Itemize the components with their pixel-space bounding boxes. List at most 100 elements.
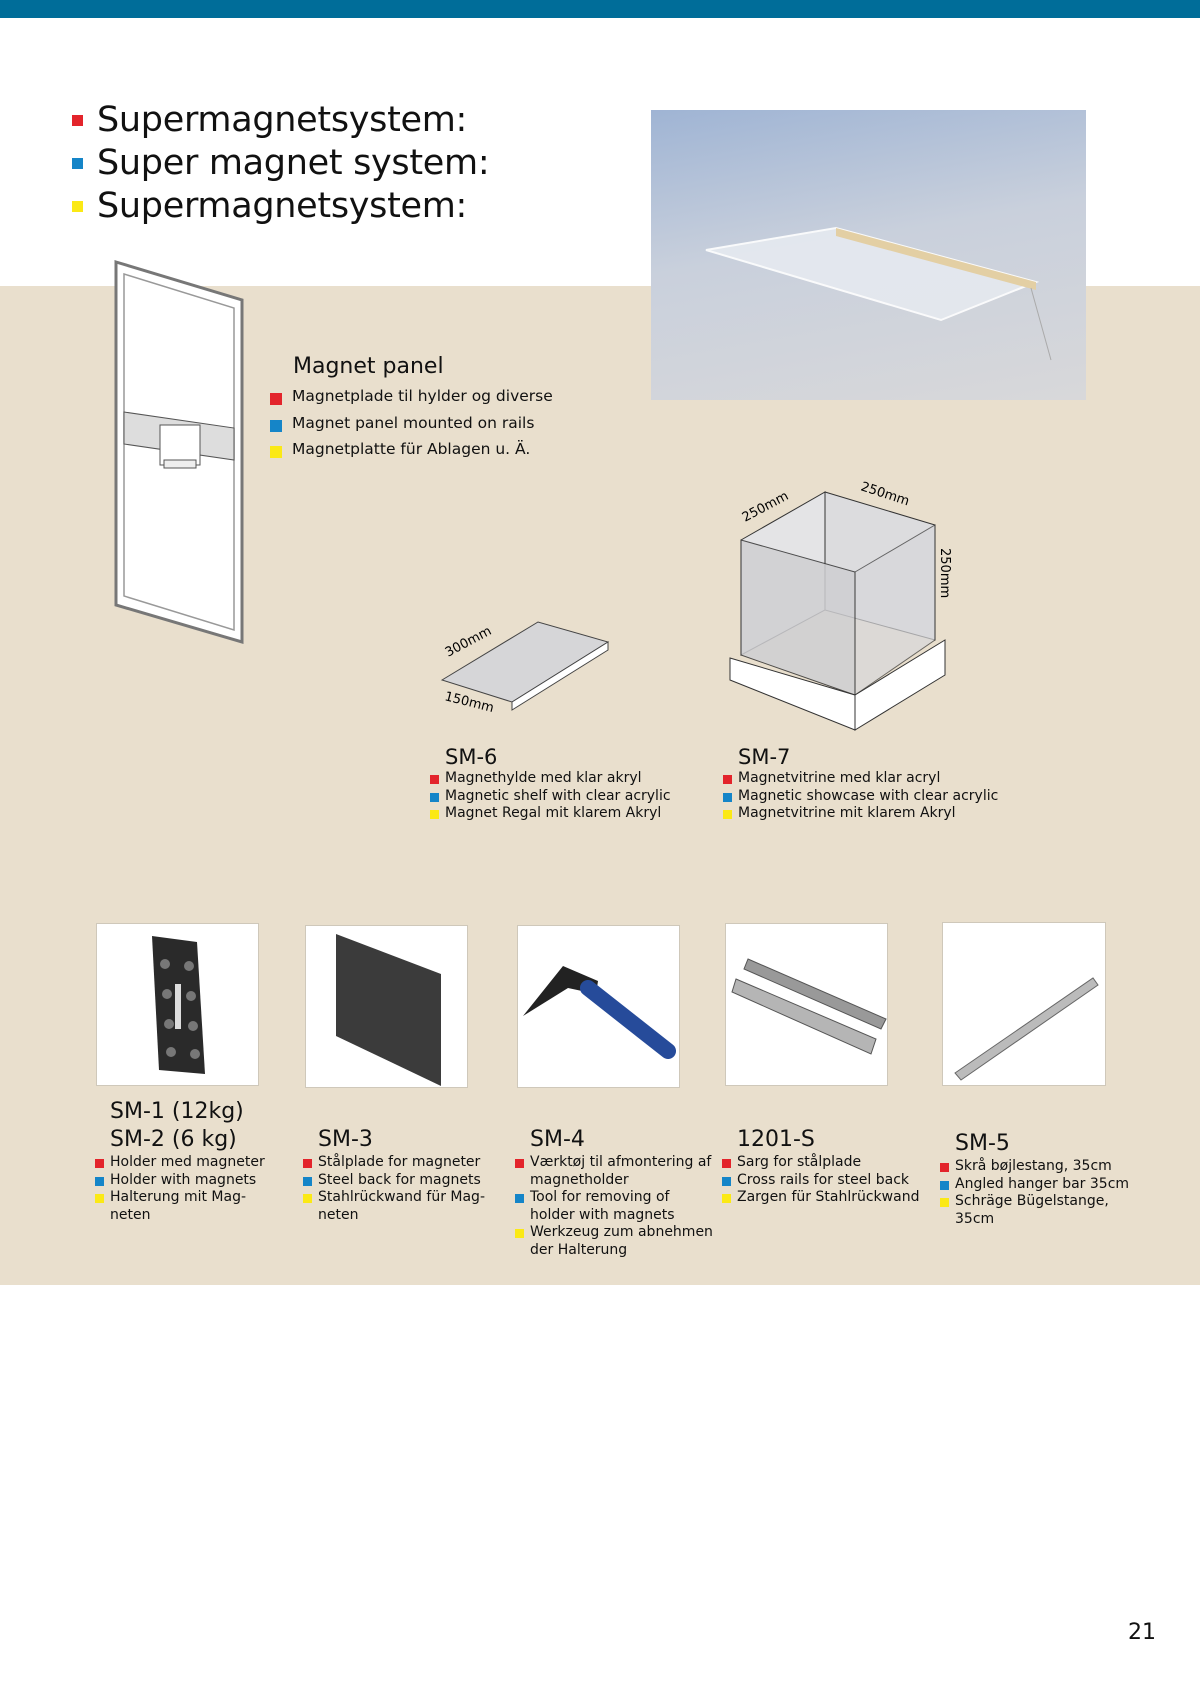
- line-en: Magnetic showcase with clear acrylic: [738, 787, 999, 804]
- yellow-square-icon: [72, 200, 83, 212]
- 1201s-image: [725, 923, 888, 1086]
- red-square-icon: [723, 775, 732, 784]
- line-de: Magnetvitrine mit klarem Akryl: [738, 805, 956, 821]
- sm6-drawing: 300mm 150mm: [440, 621, 610, 716]
- line-text: Cross rails for steel back: [737, 1171, 910, 1188]
- sm7-block: SM-7 Magnetvitrine med klar acryl Magnet…: [723, 744, 998, 823]
- product-code: SM-2 (6 kg): [110, 1127, 237, 1152]
- line-text: Angled hanger bar 35cm: [955, 1175, 1130, 1192]
- magnet-panel-title: Magnet panel: [293, 354, 444, 379]
- line-text: Holder with magnets: [110, 1171, 257, 1188]
- sm1-image: [96, 923, 259, 1086]
- red-square-icon: [515, 1159, 524, 1168]
- product-labels: SM-1 (12kg) SM-2 (6 kg) Holder med magnete…: [0, 1098, 1200, 1268]
- product-code: SM-4: [530, 1127, 585, 1152]
- line-text: Steel back for magnets: [318, 1171, 481, 1188]
- description-line: Halterung mit Mag- neten: [95, 1189, 265, 1224]
- blue-square-icon: [430, 792, 439, 802]
- blue-square-icon: [95, 1176, 104, 1186]
- title-text: Supermagnetsystem:: [97, 186, 468, 226]
- red-square-icon: [430, 775, 439, 784]
- line-da: Magnetplade til hylder og diverse: [292, 387, 553, 405]
- line-text: Sarg for stålplade: [737, 1154, 862, 1170]
- blue-square-icon: [722, 1176, 731, 1186]
- dim-label: 250mm: [937, 548, 952, 598]
- blue-square-icon: [270, 419, 282, 432]
- description-line: Tool for removing of holder with magnets: [515, 1189, 713, 1224]
- page-number: 21: [1128, 1620, 1156, 1645]
- yellow-square-icon: [95, 1194, 104, 1203]
- blue-square-icon: [303, 1176, 312, 1186]
- red-square-icon: [940, 1163, 949, 1172]
- yellow-square-icon: [430, 810, 439, 819]
- shelf-photo: [651, 110, 1086, 400]
- sm3-image: [305, 925, 468, 1088]
- line-da: Magnethylde med klar akryl: [445, 770, 642, 786]
- description-line: Steel back for magnets: [303, 1172, 485, 1190]
- red-square-icon: [722, 1159, 731, 1168]
- description-line: Werkzeug zum abnehmen der Halterung: [515, 1224, 713, 1259]
- sm5-image: [942, 922, 1106, 1086]
- description-line: Zargen für Stahlrückwand: [722, 1189, 919, 1207]
- line-da: Magnetvitrine med klar acryl: [738, 770, 941, 786]
- yellow-square-icon: [940, 1198, 949, 1207]
- description-line: Stålplade for magneter: [303, 1154, 485, 1172]
- product-code: 1201-S: [737, 1127, 815, 1152]
- product-code: SM-7: [738, 745, 791, 769]
- description-line: Skrå bøjlestang, 35cm: [940, 1158, 1129, 1176]
- blue-square-icon: [723, 792, 732, 802]
- line-text: Werkzeug zum abnehmen der Halterung: [530, 1224, 713, 1258]
- line-text: Stahlrückwand für Mag- neten: [318, 1189, 485, 1223]
- line-en: Magnetic shelf with clear acrylic: [445, 787, 671, 804]
- red-square-icon: [95, 1159, 104, 1168]
- blue-square-icon: [940, 1180, 949, 1190]
- description-line: Holder with magnets: [95, 1172, 265, 1190]
- product-code: SM-6: [445, 745, 498, 769]
- description-line: Holder med magneter: [95, 1154, 265, 1172]
- top-color-bar: [0, 0, 1200, 18]
- description-line: Værktøj til afmontering af magnetholder: [515, 1154, 713, 1189]
- line-de: Magnetplatte für Ablagen u. Ä.: [292, 440, 531, 458]
- magnet-panel-drawing: [114, 260, 244, 645]
- sm4-image: [517, 925, 680, 1088]
- description-line: Schräge Bügelstange, 35cm: [940, 1193, 1129, 1228]
- red-square-icon: [72, 114, 83, 126]
- product-code: SM-1 (12kg): [110, 1099, 244, 1124]
- line-text: Schräge Bügelstange, 35cm: [955, 1193, 1109, 1227]
- title-german: Supermagnetsystem:: [72, 186, 467, 226]
- yellow-square-icon: [723, 810, 732, 819]
- line-text: Tool for removing of holder with magnets: [530, 1189, 675, 1223]
- line-text: Værktøj til afmontering af magnetholder: [530, 1154, 712, 1188]
- line-text: Zargen für Stahlrückwand: [737, 1189, 920, 1205]
- red-square-icon: [270, 393, 282, 405]
- yellow-square-icon: [270, 446, 282, 458]
- line-text: Skrå bøjlestang, 35cm: [955, 1158, 1112, 1174]
- title-english: Super magnet system:: [72, 143, 490, 183]
- yellow-square-icon: [722, 1194, 731, 1203]
- title-text: Super magnet system:: [97, 143, 490, 183]
- yellow-square-icon: [303, 1194, 312, 1203]
- magnet-panel-list: Magnetplade til hylder og diverse Magnet…: [270, 387, 553, 459]
- line-de: Magnet Regal mit klarem Akryl: [445, 805, 662, 821]
- description-line: Cross rails for steel back: [722, 1172, 919, 1190]
- product-code: SM-3: [318, 1127, 373, 1152]
- line-text: Stålplade for magneter: [318, 1154, 481, 1170]
- line-text: Halterung mit Mag- neten: [110, 1189, 247, 1223]
- sm6-block: SM-6 Magnethylde med klar akryl Magnetic…: [430, 744, 671, 823]
- title-text: Supermagnetsystem:: [97, 100, 468, 140]
- yellow-square-icon: [515, 1229, 524, 1238]
- description-line: Angled hanger bar 35cm: [940, 1176, 1129, 1194]
- sm7-drawing: 250mm 250mm 250mm: [729, 480, 952, 731]
- title-danish: Supermagnetsystem:: [72, 100, 467, 140]
- blue-square-icon: [515, 1194, 524, 1203]
- product-code: SM-5: [955, 1131, 1010, 1156]
- description-line: Sarg for stålplade: [722, 1154, 919, 1172]
- blue-square-icon: [72, 157, 83, 169]
- description-line: Stahlrückwand für Mag- neten: [303, 1189, 485, 1224]
- product-block: SM-1 (12kg) SM-2 (6 kg) Holder med magnete…: [95, 1098, 265, 1224]
- line-en: Magnet panel mounted on rails: [292, 413, 535, 432]
